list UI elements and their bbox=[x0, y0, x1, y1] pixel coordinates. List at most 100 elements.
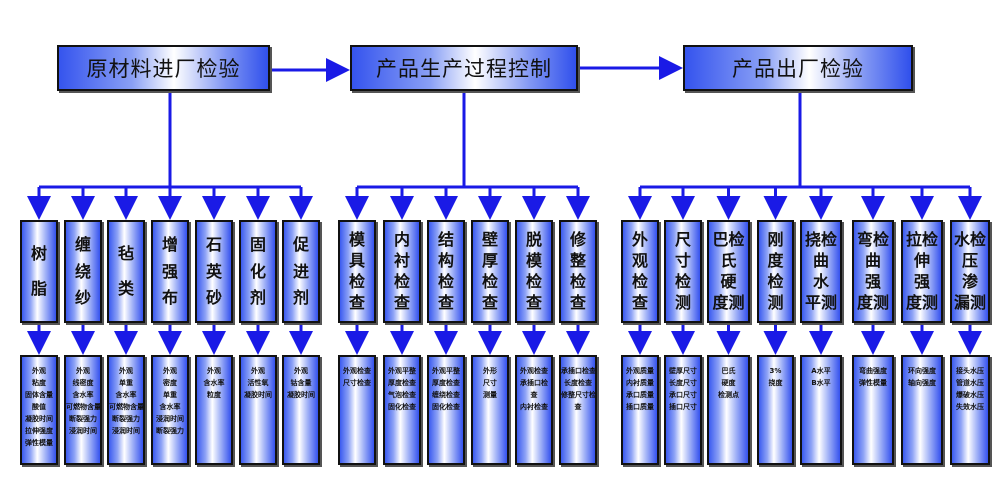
check-item: 长度检查 bbox=[564, 379, 592, 387]
category-label: 外 bbox=[631, 230, 648, 249]
check-item: 单重 bbox=[119, 379, 133, 387]
category-label: 检 bbox=[393, 272, 410, 291]
check-item: 凝胶时间 bbox=[244, 391, 272, 399]
category-box: 刚度检测 bbox=[757, 220, 794, 323]
stage-title: 原材料进厂检验 bbox=[86, 57, 241, 81]
category-box: 弯检曲强度测 bbox=[852, 220, 894, 323]
category-label: 检 bbox=[525, 272, 542, 291]
check-item: 厚度检查 bbox=[388, 379, 416, 387]
category-box: 毡类 bbox=[107, 220, 145, 323]
check-item: 尺寸 bbox=[483, 379, 497, 387]
category-label: 剂 bbox=[292, 287, 309, 307]
check-item: 3% bbox=[769, 367, 782, 375]
check-item: 缠绕检查 bbox=[432, 391, 460, 399]
category-label: 巴检 bbox=[712, 230, 745, 249]
check-item: 修整尺寸检 bbox=[561, 391, 596, 399]
category-box: 结构检查 bbox=[427, 220, 465, 323]
category-label: 检 bbox=[437, 272, 454, 291]
check-item: 外形 bbox=[483, 367, 497, 375]
check-item: 检测点 bbox=[718, 391, 739, 399]
check-item: A水平 bbox=[811, 367, 831, 375]
stage-title: 产品出厂检验 bbox=[732, 57, 864, 81]
check-item: 外观质量 bbox=[626, 367, 654, 375]
check-items-box: 外观含水率粒度 bbox=[195, 355, 233, 465]
category-label: 厚 bbox=[481, 251, 498, 270]
category-label: 英 bbox=[205, 261, 222, 281]
category-label: 化 bbox=[249, 261, 266, 281]
check-items-box: 外观密度单重含水率浸润时间断裂强力 bbox=[151, 355, 189, 465]
category-label: 增 bbox=[161, 235, 178, 255]
category-label: 水检 bbox=[953, 230, 986, 249]
category-label: 壁 bbox=[481, 230, 498, 249]
category-label: 查 bbox=[437, 293, 454, 312]
category-label: 树 bbox=[30, 244, 47, 263]
check-item: 厚度检查 bbox=[432, 379, 460, 387]
check-item: 固化检查 bbox=[432, 403, 460, 411]
category-box: 巴检氏硬度测 bbox=[707, 220, 750, 323]
check-item: 活性氧 bbox=[247, 379, 269, 387]
category-box: 脱模检查 bbox=[515, 220, 553, 323]
check-item: 接头水压 bbox=[956, 367, 984, 375]
check-items-box: 外观粘度固体含量酸值凝胶时间拉伸强度弹性模量 bbox=[20, 355, 58, 465]
category-label: 毡 bbox=[117, 244, 134, 263]
category-label: 脱 bbox=[525, 230, 542, 249]
check-item: 查 bbox=[574, 403, 582, 411]
check-items-box: 承插口检查长度检查修整尺寸检查 bbox=[559, 355, 597, 465]
category-label: 砂 bbox=[205, 287, 222, 307]
category-label: 寸 bbox=[674, 251, 691, 270]
category-label: 检 bbox=[569, 272, 586, 291]
category-label: 伸 bbox=[913, 251, 930, 270]
check-item: 拉伸强度 bbox=[25, 427, 53, 435]
category-label: 平测 bbox=[804, 293, 837, 312]
category-label: 石 bbox=[205, 235, 222, 255]
category-label: 曲 bbox=[812, 251, 829, 270]
check-item: 外观平整 bbox=[388, 367, 416, 375]
category-label: 测 bbox=[674, 293, 691, 312]
check-item: 弯曲强度 bbox=[859, 367, 887, 375]
category-label: 构 bbox=[437, 251, 454, 270]
category-label: 挠检 bbox=[804, 230, 837, 249]
check-items-box: 外形尺寸测量 bbox=[471, 355, 509, 465]
category-label: 模 bbox=[348, 230, 365, 249]
check-item: 外观 bbox=[207, 367, 221, 375]
category-label: 纱 bbox=[74, 287, 91, 307]
category-label: 刚 bbox=[767, 230, 784, 249]
category-label: 曲 bbox=[864, 251, 881, 270]
check-item: 弹性模量 bbox=[25, 439, 53, 447]
category-label: 检 bbox=[631, 272, 648, 291]
category-label: 压 bbox=[961, 251, 978, 270]
check-item: 固体含量 bbox=[25, 391, 53, 399]
category-label: 结 bbox=[437, 230, 454, 249]
category-label: 查 bbox=[481, 293, 498, 312]
category-label: 修 bbox=[569, 230, 586, 249]
check-items-box: 外观检查承插口检查内衬检查 bbox=[515, 355, 553, 465]
check-items-box: 外观钴含量凝胶时间 bbox=[282, 355, 320, 465]
category-label: 检 bbox=[674, 272, 691, 291]
check-items-box: 外观平整厚度检查气泡检查固化检查 bbox=[383, 355, 421, 465]
check-item: 爆破水压 bbox=[956, 391, 984, 399]
check-items-box: 3%挠度 bbox=[757, 355, 794, 465]
check-item: 环向强度 bbox=[908, 367, 936, 375]
category-box: 模具检查 bbox=[338, 220, 376, 323]
category-box: 促进剂 bbox=[282, 220, 320, 323]
category-box: 固化剂 bbox=[239, 220, 277, 323]
category-label: 检 bbox=[481, 272, 498, 291]
category-label: 固 bbox=[249, 235, 266, 255]
check-item: 轴向强度 bbox=[908, 379, 936, 387]
check-item: 外观 bbox=[32, 367, 46, 375]
check-item: 浸润时间 bbox=[156, 415, 184, 423]
check-items-box: 环向强度轴向强度 bbox=[901, 355, 943, 465]
check-item: 承口质量 bbox=[626, 391, 654, 399]
check-item: 酸值 bbox=[32, 403, 46, 411]
category-label: 促 bbox=[292, 235, 309, 255]
category-label: 氏 bbox=[720, 251, 737, 270]
check-item: 外观检查 bbox=[520, 367, 548, 375]
category-label: 查 bbox=[569, 293, 586, 312]
check-item: 含水率 bbox=[72, 391, 94, 399]
check-items-box: 外观平整厚度检查缠绕检查固化检查 bbox=[427, 355, 465, 465]
check-item: 查 bbox=[530, 391, 538, 399]
category-label: 查 bbox=[393, 293, 410, 312]
check-item: 失效水压 bbox=[956, 403, 984, 411]
category-label: 具 bbox=[348, 251, 365, 270]
